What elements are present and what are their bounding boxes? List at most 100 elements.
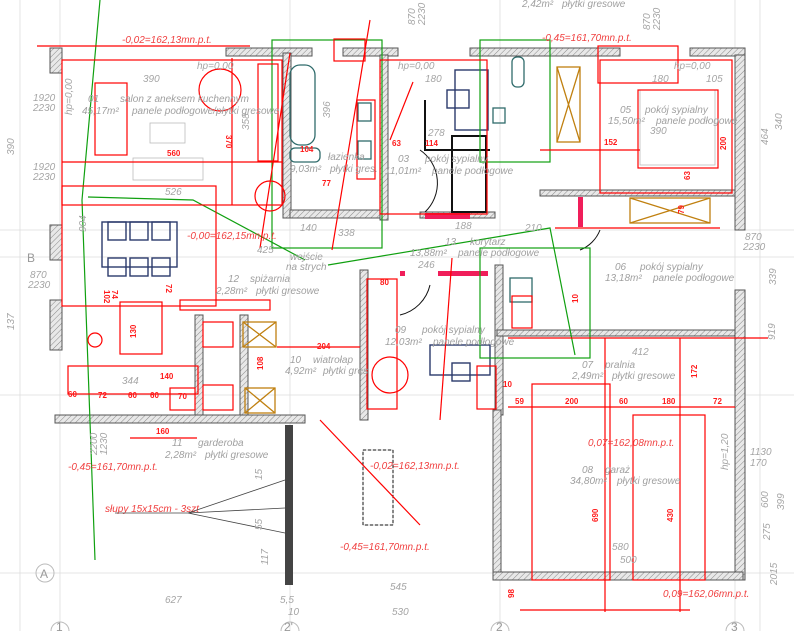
dimension-label: łazienka [328, 152, 365, 163]
walls [49, 47, 746, 585]
dimension-label: 180 [652, 74, 669, 85]
dimension-label: 34,80m² [570, 476, 607, 487]
dimension-label: panele podłogowe [431, 166, 514, 177]
dimension-label: pralnia [604, 360, 635, 371]
dimension-label: 10 [503, 380, 512, 389]
dimension-label: 77 [322, 179, 331, 188]
dimension-label: 200 [719, 136, 728, 150]
dimension-label: 60 [128, 391, 137, 400]
dimension-label: płytki gresowe [616, 476, 681, 487]
dimension-label: panele podłogowe [652, 273, 735, 284]
dimension-label: 870 [745, 232, 762, 243]
dimension-label: 160 [156, 427, 170, 436]
dimension-label: na strych [286, 262, 327, 273]
dimension-label: garaż [605, 465, 630, 476]
dimension-label: 60 [150, 391, 159, 400]
dimension-label: płytki gresowe [561, 0, 626, 10]
dimension-label: panele podłogowe [655, 116, 738, 127]
dimension-label: -0,02=162,13mn.p.t. [122, 35, 212, 46]
dimension-label: 338 [338, 228, 355, 239]
dimension-label: pokój sypialny [644, 105, 709, 116]
dimension-label: 904 [78, 215, 89, 232]
axis-1: 1 [56, 620, 63, 631]
furniture [101, 56, 716, 526]
dimension-label: słupy 15x15cm - 3szt [105, 504, 200, 515]
dimension-label: garderoba [198, 438, 244, 449]
dimension-label: 390 [143, 74, 160, 85]
dimension-label: -0,45=161,70mn.p.t. [340, 542, 430, 553]
dimension-label: wejście [290, 252, 323, 263]
dimension-label: 10 [288, 607, 300, 618]
dimension-label: 170 [750, 458, 767, 469]
dimension-label: 45,17m² [82, 106, 119, 117]
dimension-label: 60 [68, 390, 77, 399]
dimension-label: 12 [228, 274, 240, 285]
dimension-label: 74 [110, 290, 119, 299]
dimension-label: 0,09=162,06mn.p.t. [663, 589, 749, 600]
dimension-label: 72 [164, 284, 173, 293]
dimension-label: 10 [290, 355, 302, 366]
dimension-label: 390 [650, 126, 667, 137]
dimension-label: 344 [122, 376, 139, 387]
dimension-label: 2230 [32, 172, 56, 183]
dimension-label: 2200 [89, 432, 100, 456]
grey-dimensions: 390 526 425 140 188 278 210 246 412 580 … [6, 2, 787, 618]
dimension-label: 870 [642, 13, 653, 30]
dimension-label: 117 [260, 549, 271, 565]
level-annotations: -0,02=162,13mn.p.t. -0,45=161,70mn.p.t. … [68, 33, 749, 600]
dimension-label: 63 [392, 139, 401, 148]
dimension-label: płytki gresowe [255, 286, 320, 297]
dimension-label: 2015 [769, 562, 780, 586]
dimension-label: płytki gresowe [204, 450, 269, 461]
dimension-label: 13,18m² [605, 273, 642, 284]
dimension-label: 03 [398, 154, 410, 165]
dimension-label: 358 [241, 113, 252, 130]
dimension-label: 390 [6, 138, 17, 155]
dimension-label: 1230 [99, 432, 110, 455]
dimension-label: 11 [172, 438, 182, 449]
dimension-label: 2,28m² [215, 286, 248, 297]
dimension-label: 01 [88, 94, 99, 105]
dimension-label: 545 [390, 582, 407, 593]
dimension-label: 140 [160, 372, 174, 381]
dimension-label: 63 [683, 171, 692, 180]
dimension-label: 4,92m² [285, 366, 317, 377]
dimension-label: 2230 [742, 242, 766, 253]
dimension-label: 560 [167, 149, 181, 158]
dimension-label: 870 [30, 270, 47, 281]
dimension-label: 172 [690, 364, 699, 378]
red-annotations [37, 19, 768, 612]
dimension-label: 104 [300, 145, 314, 154]
dimension-label: 464 [760, 128, 771, 145]
dimension-label: 130 [129, 324, 138, 338]
dimension-label: 108 [256, 356, 265, 370]
dimension-label: 278 [427, 128, 445, 139]
axis-markers: A B 1 2' 2 3 [27, 251, 745, 631]
dimension-label: hp=1,20 [720, 433, 731, 470]
dimension-label: 72 [713, 397, 722, 406]
axis-2: 2 [496, 620, 503, 631]
dimension-label: 79 [677, 205, 686, 214]
dimension-label: pokój sypialny [639, 262, 704, 273]
dimension-label: 105 [706, 74, 723, 85]
dimension-label: 59 [515, 397, 524, 406]
dimension-label: 140 [300, 223, 317, 234]
dimension-label: 580 [612, 542, 629, 553]
dimension-label: pokój sypialny [424, 154, 489, 165]
dimension-label: 530 [392, 607, 409, 618]
dimension-label: 919 [767, 323, 778, 340]
dimension-label: 05 [620, 105, 632, 116]
axis-2-prime: 2' [284, 620, 293, 631]
wardrobes [242, 66, 711, 414]
dimension-label: 370 [224, 135, 233, 149]
dimension-label: panele podłogowe [432, 337, 515, 348]
dimension-label: 627 [165, 595, 182, 606]
dimension-label: 9,03m² [290, 164, 322, 175]
